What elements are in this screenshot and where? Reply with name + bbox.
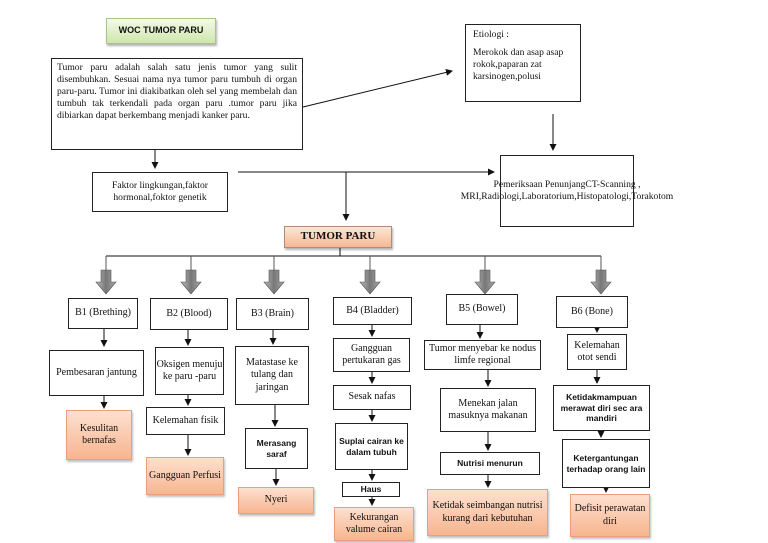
b1-step1: Pembesaran jantung [49, 350, 144, 396]
etiology-heading: Etiologi : [473, 29, 509, 40]
b4-step2: Sesak nafas [333, 385, 411, 410]
b6-result: Defisit perawatan diri [570, 494, 650, 537]
b6-step2: Ketidakmampuan merawat diri sec ara mand… [553, 385, 650, 431]
etiology-text: Merokok dan asap asap rokok,paparan zat … [473, 46, 564, 82]
b4-step1: Gangguan pertukaran gas [333, 338, 410, 372]
definition-box: Tumor paru adalah salah satu jenis tumor… [51, 58, 303, 150]
etiology-box: Etiologi : Merokok dan asap asap rokok,p… [465, 24, 581, 102]
factors-box: Faktor lingkungan,faktor hormonal,foktor… [92, 172, 228, 212]
b2-step2: Kelemahan fisik [146, 407, 225, 435]
b1-title: B1 (Brething) [68, 298, 138, 329]
b3-step2: Merasang saraf [245, 428, 308, 469]
b6-step1: Kelemahan otot sendi [567, 334, 627, 370]
b3-step1: Matastase ke tulang dan jaringan [235, 346, 309, 405]
b5-title: B5 (Bowel) [446, 294, 518, 325]
b4-title: B4 (Bladder) [333, 297, 412, 325]
b6-title: B6 (Bone) [556, 296, 628, 328]
b2-title: B2 (Blood) [150, 298, 228, 330]
tumor-paru-box: TUMOR PARU [284, 226, 392, 248]
b2-result: Gangguan Perfusi [146, 457, 224, 495]
b4-step4: Haus [342, 482, 400, 497]
b4-step3: Suplai cairan ke dalam tubuh [335, 423, 408, 470]
diagram-title: WOC TUMOR PARU [106, 18, 216, 44]
b6-step3: Ketergantungan terhadap orang lain [562, 439, 650, 488]
exams-box: Pemeriksaan PenunjangCT-Scanning , MRI,R… [461, 155, 673, 227]
b4-result: Kekurangan valume cairan [334, 507, 414, 541]
b3-result: Nyeri [238, 487, 314, 514]
b5-result: Ketidak seimbangan nutrisi kurang dari k… [427, 489, 548, 536]
b5-step1: Tumor menyebar ke nodus limfe regional [424, 340, 541, 370]
b5-step2: Menekan jalan masuknya makanan [440, 388, 536, 432]
b2-step1: Oksigen menuju ke paru -paru [155, 347, 224, 395]
b5-step3: Nutrisi menurun [440, 452, 540, 475]
b3-title: B3 (Brain) [236, 298, 309, 330]
b1-result: Kesulitan bernafas [66, 410, 132, 460]
